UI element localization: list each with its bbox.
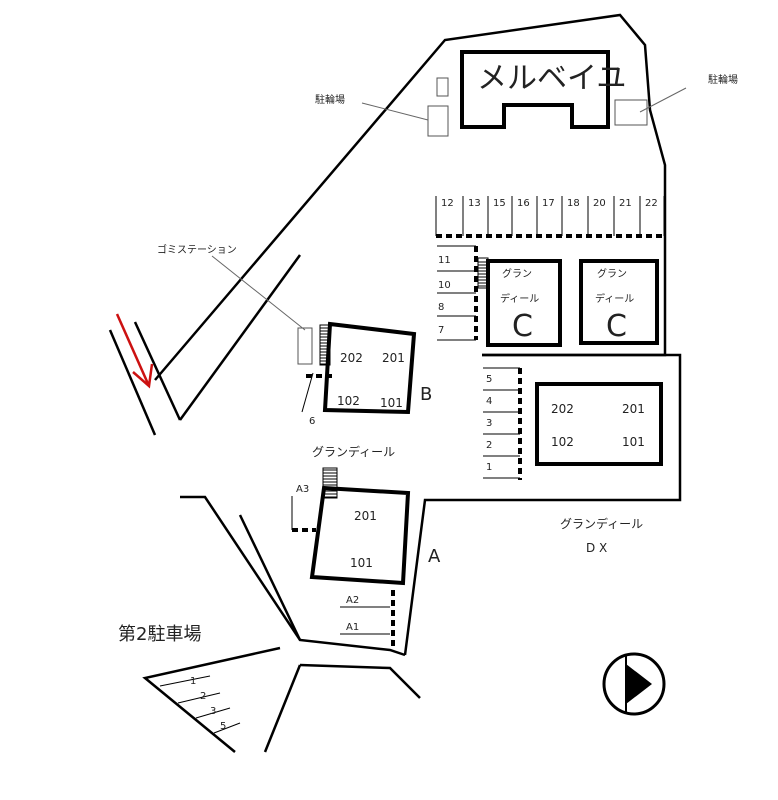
garbage-station-label: ゴミステーション (157, 243, 237, 256)
top-parking-num: 12 (441, 198, 454, 209)
top-parking-num: 21 (619, 198, 632, 209)
bike-parking-right-label: 駐輪場 (708, 73, 738, 86)
c-right-name-1: グラン (597, 267, 627, 280)
bike-parking: 駐輪場 駐輪場 (315, 73, 738, 137)
dx-parking-num: 2 (486, 440, 492, 451)
building-c-right: グラン ディール C (579, 259, 659, 345)
dx-room-202: 202 (551, 402, 574, 416)
direction-arrow (115, 313, 154, 389)
left-parking-num: 11 (438, 255, 451, 266)
building-meruveiyu: メルベイユ (460, 50, 626, 129)
left-parking-num: 10 (438, 280, 451, 291)
dx-room-201: 201 (622, 402, 645, 416)
top-parking-num: 16 (517, 198, 530, 209)
garbage-station: ゴミステーション (157, 243, 313, 365)
grandeal-dx-label-1: グランディール (560, 516, 643, 531)
b-room-101: 101 (380, 396, 403, 410)
left-parking-column: 11 10 8 7 (437, 245, 478, 341)
top-parking-num: 18 (567, 198, 580, 209)
a-room-101: 101 (350, 556, 373, 570)
building-dx: 202 201 102 101 グランディール D X (535, 382, 663, 555)
top-parking-num: 15 (493, 198, 506, 209)
lot2-num: 2 (200, 691, 206, 702)
meruveiyu-label: メルベイユ (477, 61, 626, 96)
dx-room-101: 101 (622, 435, 645, 449)
top-parking-num: 22 (645, 198, 658, 209)
dx-room-102: 102 (551, 435, 574, 449)
c-left-name-1: グラン (502, 267, 532, 280)
dx-parking-num: 1 (486, 462, 492, 473)
dx-parking-num: 4 (486, 396, 492, 407)
a-parking-a2: A2 (346, 595, 359, 606)
dx-parking-num: 5 (486, 374, 492, 385)
lot2-num: 3 (210, 706, 216, 717)
top-parking-num: 20 (593, 198, 606, 209)
c-left-letter: C (512, 309, 533, 344)
lot2-divider (177, 692, 221, 704)
dx-parking-num: 3 (486, 418, 492, 429)
second-parking-label: 第2駐車場 (118, 624, 201, 645)
c-right-name-2: ディール (595, 292, 634, 305)
building-a-letter: A (428, 546, 441, 567)
left-parking-num: 8 (438, 302, 444, 313)
top-parking-num: 13 (468, 198, 481, 209)
top-parking-row: 12 13 15 16 17 18 20 21 22 (435, 196, 665, 238)
a-parking-a3: A3 (296, 484, 309, 495)
left-parking-num: 7 (438, 325, 444, 336)
b-room-102: 102 (337, 394, 360, 408)
lot2-divider (195, 707, 231, 719)
lot2-num: 5 (220, 721, 226, 732)
grandeal-b-label: グランディール (312, 444, 395, 459)
c-right-letter: C (606, 309, 627, 344)
b-parking-num-6: 6 (309, 416, 315, 427)
dx-parking-column: 5 4 3 2 1 (483, 367, 522, 480)
a-parking-a1: A1 (346, 622, 359, 633)
building-a: A3 A2 A1 201 101 A (291, 467, 441, 650)
lot2-divider (213, 722, 241, 734)
top-parking-num: 17 (542, 198, 555, 209)
b-room-201: 201 (382, 351, 405, 365)
b-room-202: 202 (340, 351, 363, 365)
c-left-name-2: ディール (500, 292, 539, 305)
lot2-num: 1 (190, 676, 196, 687)
bike-parking-left-label: 駐輪場 (315, 93, 345, 106)
grandeal-dx-label-2: D X (586, 541, 607, 555)
c-stairs (477, 257, 489, 289)
building-b-letter: B (420, 384, 432, 405)
roads (108, 13, 682, 753)
building-b: 6 202 201 102 101 B グランディール (301, 321, 432, 459)
a-room-201: 201 (354, 509, 377, 523)
lot2-divider (159, 675, 211, 687)
building-c-left: グラン ディール C (486, 259, 562, 347)
north-compass-icon (602, 652, 666, 716)
